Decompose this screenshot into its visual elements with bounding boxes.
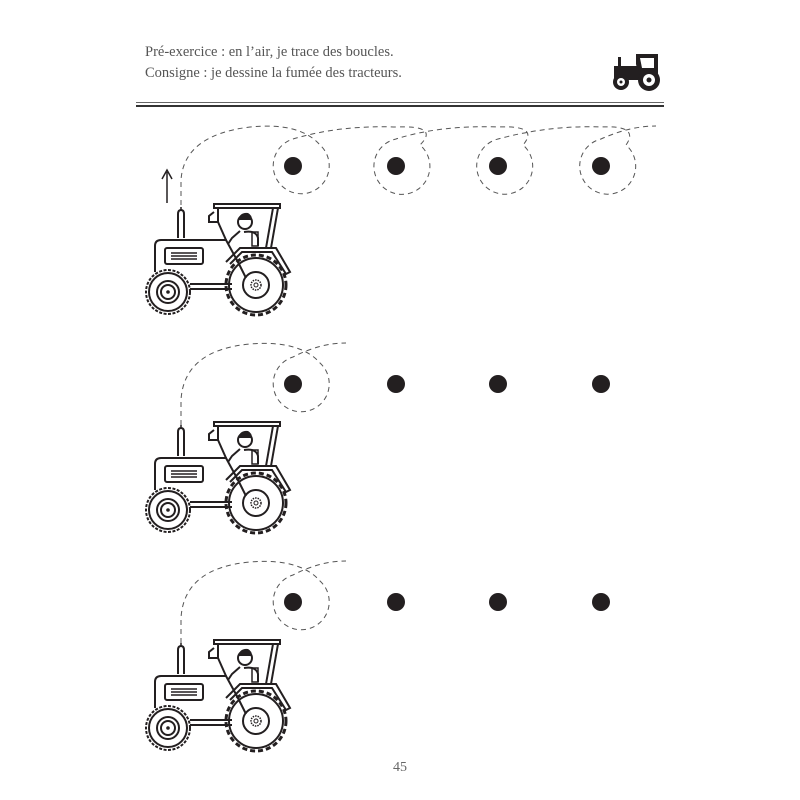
arrow-up-icon [161, 168, 173, 203]
header-divider-thick [136, 105, 664, 107]
smoke-trace-guide [180, 342, 347, 425]
tractor-icon [613, 54, 660, 91]
trace-dot [489, 157, 507, 175]
trace-dot [387, 593, 405, 611]
trace-dot [489, 593, 507, 611]
trace-dot [489, 375, 507, 393]
tractor-with-driver-icon [144, 638, 292, 753]
trace-dot [387, 375, 405, 393]
header-divider-thin [136, 102, 664, 103]
trace-dot [592, 375, 610, 393]
trace-dot [592, 157, 610, 175]
page-number: 45 [393, 760, 407, 775]
trace-dot [284, 157, 302, 175]
exercise-row-1 [144, 125, 657, 317]
trace-dot [592, 593, 610, 611]
smoke-trace-guide [180, 560, 347, 643]
pre-exercise-instruction: Pré-exercice : en l’air, je trace des bo… [145, 44, 394, 60]
trace-dot [284, 375, 302, 393]
tractor-with-driver-icon [144, 420, 292, 535]
main-instruction: Consigne : je dessine la fumée des tract… [145, 65, 402, 81]
smoke-trace-guide [180, 125, 657, 205]
exercise-row-3 [144, 560, 610, 753]
instructions: Pré-exercice : en l’air, je trace des bo… [145, 42, 402, 84]
exercise-row-2 [144, 342, 610, 535]
trace-dot [284, 593, 302, 611]
tractor-with-driver-icon [144, 202, 292, 317]
trace-dot [387, 157, 405, 175]
